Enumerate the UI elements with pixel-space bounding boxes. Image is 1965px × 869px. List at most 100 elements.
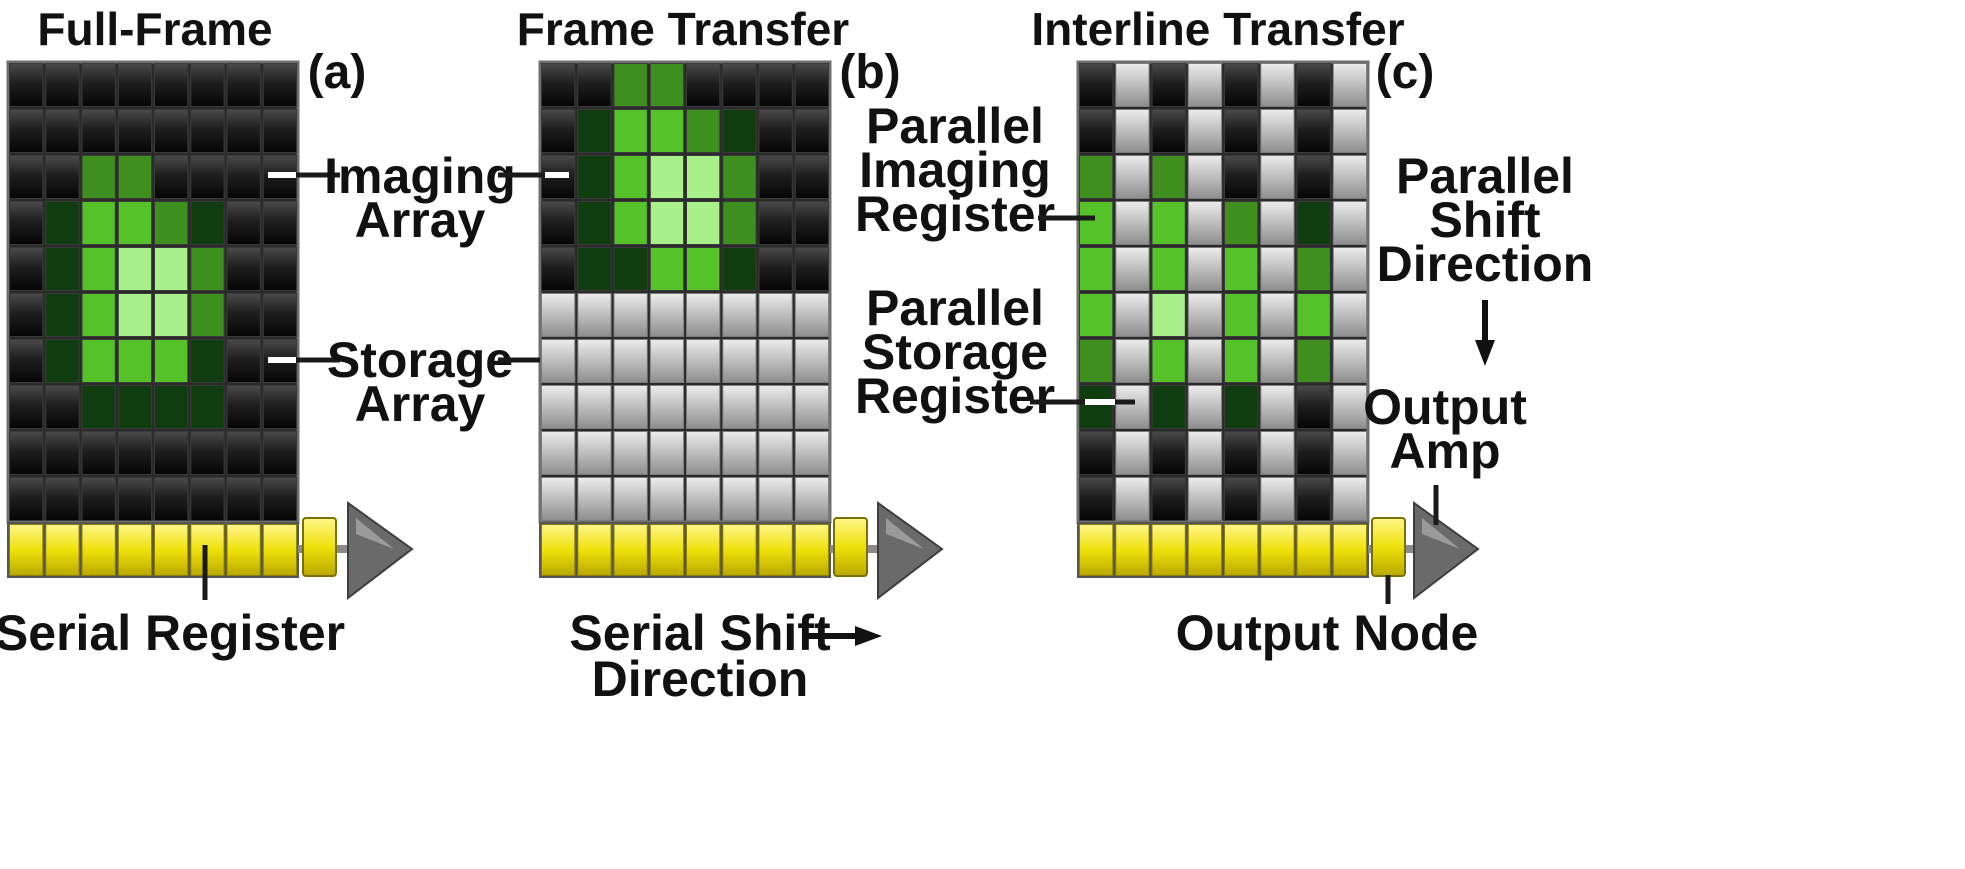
pixel-cell [722, 155, 757, 199]
pixel-cell [686, 247, 721, 291]
pixel-cell [1115, 63, 1150, 107]
pixel-cell [190, 155, 225, 199]
frame-transfer-grid [541, 63, 830, 521]
imaging-array-label-line2: Array [355, 192, 486, 248]
pixel-cell [649, 293, 685, 337]
output-node-label: Output Node [1176, 605, 1479, 661]
serial-register-cell [722, 524, 757, 576]
serial-register-cell [1260, 524, 1295, 576]
pixel-cell [1115, 247, 1150, 291]
pixel-cell [758, 109, 793, 153]
pixel-cell [686, 109, 721, 153]
pixel-cell [9, 477, 44, 521]
output-node [833, 517, 868, 577]
imaging-array-grid [9, 63, 298, 521]
pixel-cell [1260, 109, 1295, 153]
pixel-cell [9, 247, 44, 291]
output-amp-icon [1413, 501, 1480, 601]
pixel-cell [1260, 339, 1295, 383]
serial-register-label: Serial Register [0, 605, 345, 661]
pixel-cell [613, 477, 648, 521]
panel-b-letter: (b) [839, 46, 900, 99]
pixel-cell [758, 431, 793, 475]
panel-full-frame: Full-Frame (a) Serial Register [0, 3, 414, 661]
pixel-cell [45, 109, 80, 153]
panel-c-letter: (c) [1376, 46, 1435, 99]
pixel-cell [1079, 339, 1114, 383]
pixel-cell [1296, 293, 1331, 337]
pixel-cell [613, 385, 648, 429]
pixel-cell [1260, 477, 1295, 521]
pixel-cell [1115, 385, 1150, 429]
interline-grid [1079, 63, 1368, 521]
pixel-cell [1079, 247, 1114, 291]
pixel-cell [1224, 385, 1259, 429]
pixel-cell [9, 385, 44, 429]
panel-frame-transfer: Frame Transfer (b) Serial Shift Directio… [498, 3, 944, 707]
pixel-cell [1332, 385, 1368, 429]
storage-array-label-line1: Storage [327, 332, 513, 388]
parallel-imaging-register-line1: Parallel [866, 98, 1044, 154]
serial-register-cell [577, 524, 612, 576]
pixel-cell [45, 293, 80, 337]
pixel-cell [722, 385, 757, 429]
pixel-cell [45, 339, 80, 383]
pixel-cell [1296, 339, 1331, 383]
pixel-cell [45, 431, 80, 475]
pixel-cell [541, 339, 576, 383]
pixel-cell [1260, 431, 1295, 475]
serial-register-cell [1115, 524, 1150, 576]
panel-interline-transfer: Interline Transfer (c) Parallel Imaging … [855, 3, 1593, 661]
pixel-cell [1296, 247, 1331, 291]
pixel-cell [613, 155, 648, 199]
serial-shift-arrow-icon [808, 626, 882, 646]
pixel-cell [1296, 431, 1331, 475]
pixel-cell [154, 155, 189, 199]
pixel-cell [1296, 201, 1331, 245]
pixel-cell [1224, 109, 1259, 153]
array-labels: Imaging Array Storage Array [324, 148, 516, 432]
pixel-cell [262, 109, 298, 153]
pixel-cell [9, 109, 44, 153]
pixel-cell [758, 247, 793, 291]
pixel-cell [1332, 339, 1368, 383]
pixel-cell [81, 293, 116, 337]
pixel-cell [190, 63, 225, 107]
pixel-cell [81, 247, 116, 291]
pixel-cell [1079, 431, 1114, 475]
pixel-cell [190, 293, 225, 337]
pixel-cell [1151, 201, 1186, 245]
pixel-cell [1187, 293, 1223, 337]
pixel-cell [1187, 477, 1223, 521]
pixel-cell [686, 385, 721, 429]
pixel-cell [1260, 63, 1295, 107]
output-amp-line1: Output [1363, 379, 1527, 435]
pixel-cell [1224, 477, 1259, 521]
serial-shift-label-line2: Direction [592, 651, 809, 707]
pixel-cell [9, 63, 44, 107]
pixel-cell [577, 293, 612, 337]
pixel-cell [9, 293, 44, 337]
pixel-cell [722, 247, 757, 291]
pixel-cell [190, 431, 225, 475]
output-amp-icon [877, 501, 944, 601]
pixel-cell [541, 431, 576, 475]
pixel-cell [226, 339, 261, 383]
pixel-cell [1224, 201, 1259, 245]
pixel-cell [577, 109, 612, 153]
parallel-shift-arrow-icon [1475, 300, 1495, 366]
pixel-cell [1115, 339, 1150, 383]
pixel-cell [81, 63, 116, 107]
serial-register-cell [758, 524, 793, 576]
pixel-cell [758, 201, 793, 245]
panel-a-title: Full-Frame [37, 3, 272, 55]
serial-register-cell [686, 524, 721, 576]
parallel-imaging-register-line2: Imaging [859, 142, 1051, 198]
pixel-cell [1151, 247, 1186, 291]
pixel-cell [1224, 155, 1259, 199]
pixel-cell [117, 201, 153, 245]
pixel-cell [9, 339, 44, 383]
pixel-cell [117, 385, 153, 429]
pixel-cell [577, 339, 612, 383]
storage-array-tick [268, 357, 296, 363]
